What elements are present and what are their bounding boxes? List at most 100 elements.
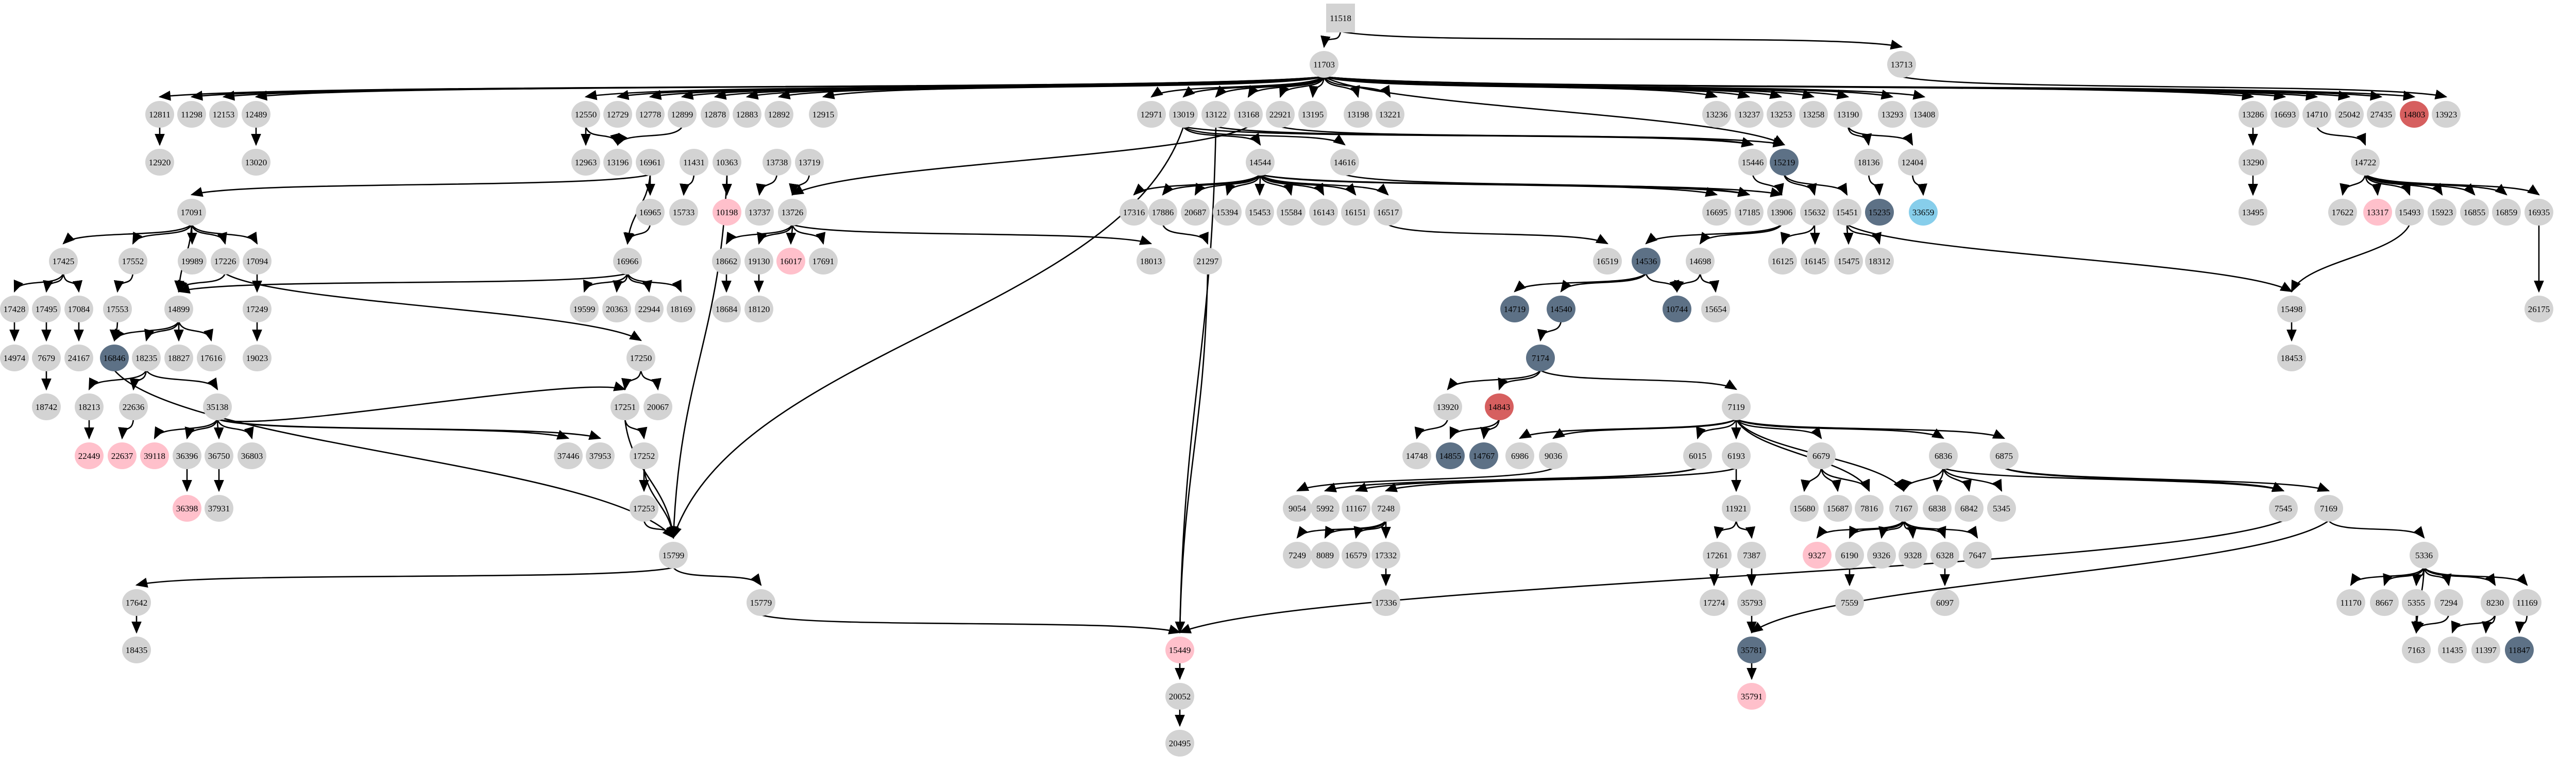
node-7294: 7294 <box>2434 589 2463 616</box>
node-shape-18662 <box>712 248 741 275</box>
node-label-20052: 20052 <box>1169 692 1191 701</box>
node-shape-14710 <box>2302 101 2331 128</box>
node-9054: 9054 <box>1283 495 1312 522</box>
edge-16965-16966 <box>624 224 651 245</box>
node-13738: 13738 <box>762 149 791 176</box>
node-label-17253: 17253 <box>633 504 655 513</box>
node-20495: 20495 <box>1165 730 1194 757</box>
node-label-13198: 13198 <box>1347 110 1369 119</box>
node-19599: 19599 <box>570 296 599 322</box>
node-18684: 18684 <box>712 296 741 322</box>
node-12729: 12729 <box>603 101 632 128</box>
node-11169: 11169 <box>2513 589 2541 616</box>
node-shape-9054 <box>1283 495 1312 522</box>
node-14843: 14843 <box>1485 393 1514 420</box>
node-7679: 7679 <box>32 345 61 371</box>
node-11847: 11847 <box>2505 637 2534 663</box>
node-label-17332: 17332 <box>1375 551 1397 560</box>
node-13196: 13196 <box>603 149 632 176</box>
node-shape-11703 <box>1310 51 1338 78</box>
node-shape-15498 <box>2277 296 2306 322</box>
node-12883: 12883 <box>733 101 761 128</box>
node-label-13719: 13719 <box>799 158 821 167</box>
node-14748: 14748 <box>1402 442 1431 469</box>
node-12550: 12550 <box>571 101 600 128</box>
node-label-14722: 14722 <box>2354 158 2377 167</box>
edge-15799-15779 <box>672 567 762 586</box>
node-label-36803: 36803 <box>241 451 263 461</box>
node-label-13317: 13317 <box>2367 208 2389 217</box>
node-27435: 27435 <box>2367 101 2396 128</box>
node-13290: 13290 <box>2239 149 2267 176</box>
edge-7169-5336 <box>2328 520 2425 539</box>
edge-14536-10744 <box>1645 273 1680 293</box>
edge-35138-37953 <box>217 418 602 440</box>
edge-12404-33659 <box>1911 174 1927 196</box>
node-shape-9328 <box>1899 542 1927 569</box>
edge-13726-19130 <box>757 224 793 245</box>
edge-14722-15923 <box>2364 174 2443 196</box>
node-shape-7169 <box>2314 495 2343 522</box>
node-17185: 17185 <box>1735 199 1764 226</box>
node-33659: 33659 <box>1909 199 1938 226</box>
node-shape-25042 <box>2335 101 2364 128</box>
node-22637: 22637 <box>108 442 137 469</box>
node-13923: 13923 <box>2432 101 2461 128</box>
node-label-7249: 7249 <box>1289 551 1306 560</box>
node-13019: 13019 <box>1169 101 1198 128</box>
node-shape-15584 <box>1277 199 1306 226</box>
node-shape-8089 <box>1311 542 1340 569</box>
node-shape-6875 <box>1990 442 2019 469</box>
edge-13019-14616 <box>1183 126 1346 146</box>
node-label-9327: 9327 <box>1808 551 1826 560</box>
node-25042: 25042 <box>2335 101 2364 128</box>
edge-6836-6838 <box>1933 468 1944 492</box>
node-label-14843: 14843 <box>1488 402 1511 412</box>
node-16125: 16125 <box>1768 248 1797 275</box>
node-shape-13198 <box>1344 101 1372 128</box>
node-14899: 14899 <box>164 296 193 322</box>
node-15687: 15687 <box>1823 495 1852 522</box>
edge-6875-7545 <box>2004 467 2285 492</box>
edge-7167-9328 <box>1903 520 1918 539</box>
node-15394: 15394 <box>1213 199 1242 226</box>
node-label-35138: 35138 <box>207 402 229 412</box>
edge-13190-12404 <box>1847 126 1913 146</box>
node-label-7387: 7387 <box>1743 551 1761 560</box>
edge-35138-17251 <box>217 381 626 422</box>
edge-8230-11397 <box>2481 614 2496 634</box>
node-13195: 13195 <box>1298 101 1327 128</box>
node-label-16965: 16965 <box>639 208 662 217</box>
edge-17091-17094 <box>191 224 258 245</box>
node-18827: 18827 <box>164 345 193 371</box>
node-label-33659: 33659 <box>1912 208 1935 217</box>
node-shape-16855 <box>2460 199 2489 226</box>
edge-15799-17642 <box>135 567 674 588</box>
edge-14544-16143 <box>1259 174 1325 196</box>
node-shape-13719 <box>795 149 824 176</box>
node-shape-15235 <box>1865 199 1894 226</box>
node-37446: 37446 <box>554 442 583 469</box>
edge-14722-13317 <box>2364 174 2382 196</box>
edge-6836-7545 <box>1943 467 2285 492</box>
edge-15779-15449 <box>760 614 1181 634</box>
node-18235: 18235 <box>132 345 161 371</box>
node-17251: 17251 <box>611 393 639 420</box>
node-6193: 6193 <box>1722 442 1751 469</box>
node-label-15632: 15632 <box>1804 208 1826 217</box>
node-label-12811: 12811 <box>149 110 171 119</box>
node-11431: 11431 <box>680 149 708 176</box>
node-shape-14536 <box>1632 248 1660 275</box>
edge-17251-15799 <box>624 419 677 539</box>
node-11703: 11703 <box>1310 51 1338 78</box>
node-16935: 16935 <box>2524 199 2553 226</box>
node-13719: 13719 <box>795 149 824 176</box>
node-label-11703: 11703 <box>1313 60 1335 70</box>
node-label-18213: 18213 <box>78 402 100 412</box>
node-8230: 8230 <box>2481 589 2510 616</box>
node-label-17616: 17616 <box>200 353 223 363</box>
edge-7248-7249 <box>1296 520 1387 539</box>
node-6836: 6836 <box>1929 442 1958 469</box>
node-shape-16966 <box>613 248 642 275</box>
